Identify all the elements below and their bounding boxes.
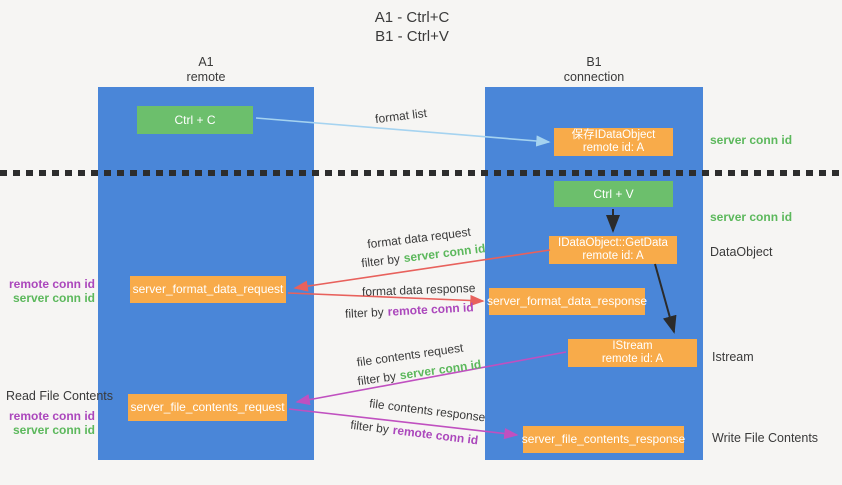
istream-line2: remote id: A (601, 353, 664, 365)
ctrl-c-label: Ctrl + C (174, 113, 216, 127)
remote-conn-id-annotation-2: remote conn id (8, 409, 95, 423)
ctrl-v-box: Ctrl + V (554, 181, 673, 207)
diagram-title: A1 - Ctrl+C B1 - Ctrl+V (322, 8, 502, 46)
filter-by-text: filter by (356, 369, 397, 389)
write-file-contents-annotation: Write File Contents (712, 431, 819, 445)
server-conn-id-annotation-2: server conn id (12, 423, 95, 437)
server-format-data-response-label: server_format_data_response (486, 294, 648, 308)
getdata-line2: remote id: A (582, 250, 644, 262)
conn-id-pair-top: remote conn id server conn id (8, 277, 95, 305)
read-file-contents-annotation: Read File Contents (6, 389, 114, 403)
ctrl-v-label: Ctrl + V (593, 187, 634, 201)
server-format-data-request-box: server_format_data_request (130, 276, 286, 303)
server-format-data-response-box: server_format_data_response (486, 288, 648, 315)
idataobject-getdata-box: IDataObject::GetData remote id: A (549, 236, 677, 264)
format-data-response-label: format data response (361, 280, 476, 299)
server-file-contents-response-label: server_file_contents_response (521, 432, 686, 446)
column-a1-role: remote (186, 70, 226, 84)
istream-line1: IStream (612, 340, 653, 352)
phase-separator-dotted-line (0, 170, 842, 176)
title-line-2: B1 - Ctrl+V (375, 28, 449, 45)
remote-conn-id-text: remote conn id (387, 300, 474, 319)
column-b1-header: B1 connection (485, 55, 703, 85)
column-a1-header: A1 remote (98, 55, 314, 85)
title-line-1: A1 - Ctrl+C (374, 9, 450, 26)
column-a1-name: A1 (198, 55, 214, 69)
server-file-contents-request-label: server_file_contents_request (130, 400, 285, 414)
remote-conn-id-annotation-1: remote conn id (8, 277, 95, 291)
column-b1-role: connection (563, 70, 625, 84)
ctrl-c-box: Ctrl + C (137, 106, 253, 134)
istream-annotation: Istream (712, 350, 754, 364)
filter-by-text: filter by (360, 251, 401, 271)
filter-by-text: filter by (344, 304, 385, 321)
server-conn-id-annotation-mid: server conn id (710, 210, 793, 224)
server-file-contents-response-box: server_file_contents_response (521, 426, 686, 453)
save-idataobject-box: 保存IDataObject remote id: A (554, 128, 673, 156)
getdata-line1: IDataObject::GetData (558, 237, 668, 249)
save-idataobject-line1: 保存IDataObject (571, 129, 656, 141)
conn-id-pair-bottom: remote conn id server conn id (8, 409, 95, 437)
server-conn-id-annotation-top: server conn id (710, 133, 793, 147)
server-file-contents-request-box: server_file_contents_request (128, 394, 287, 421)
istream-box: IStream remote id: A (568, 339, 697, 367)
format-list-label: format list (374, 105, 428, 127)
server-conn-id-annotation-1: server conn id (12, 291, 95, 305)
save-idataobject-line2: remote id: A (582, 142, 645, 154)
file-contents-response-label: file contents response (368, 396, 487, 425)
server-format-data-request-label: server_format_data_request (132, 282, 284, 296)
dataobject-annotation: DataObject (710, 245, 773, 259)
column-b1-name: B1 (586, 55, 602, 69)
filter-by-text: filter by (349, 417, 390, 437)
remote-conn-id-text: remote conn id (391, 422, 480, 448)
